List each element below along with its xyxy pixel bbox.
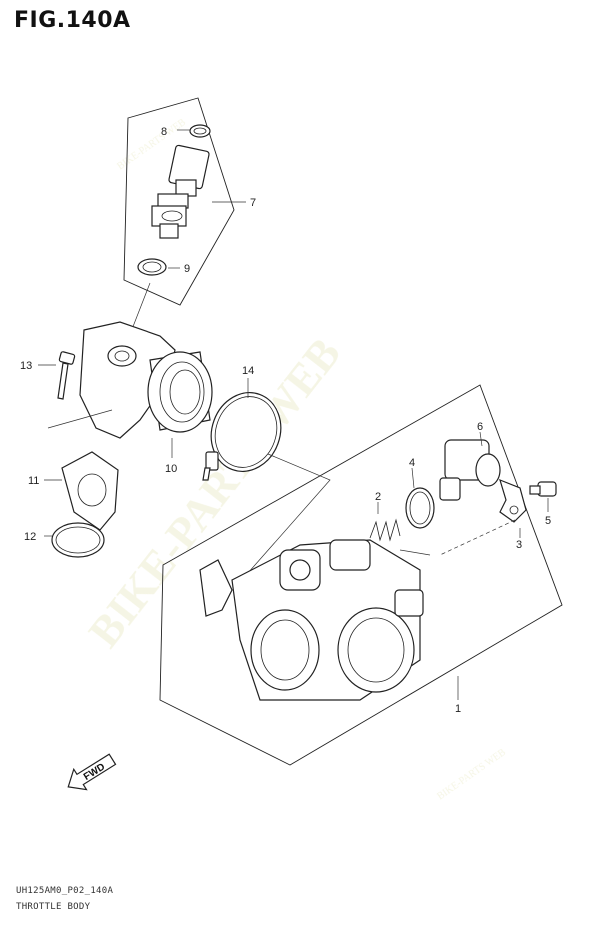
screw-5 — [529, 481, 557, 497]
watermark-small-bottom: BIKE-PARTS WEB — [435, 747, 508, 803]
bolt-13 — [57, 351, 76, 400]
callout-12: 12 — [24, 531, 36, 543]
gasket-11 — [61, 451, 119, 531]
callout-8: 8 — [161, 126, 167, 138]
footer-section-name: THROTTLE BODY — [16, 902, 91, 912]
fwd-arrow: FWD — [67, 753, 117, 791]
o-ring-8 — [189, 124, 211, 138]
callout-7: 7 — [250, 197, 256, 209]
callout-10: 10 — [165, 463, 177, 475]
callout-6: 6 — [477, 421, 483, 433]
callout-3: 3 — [516, 539, 522, 551]
footer-model-code: UH125AM0_P02_140A — [16, 886, 114, 896]
spring-2 — [369, 518, 431, 556]
sensor-7 — [151, 144, 210, 239]
callout-9: 9 — [184, 263, 190, 275]
o-ring-12 — [51, 522, 105, 558]
callout-4: 4 — [409, 457, 415, 469]
callout-leaders — [38, 129, 549, 700]
throttle-body-group-box — [159, 384, 563, 766]
callout-2: 2 — [375, 491, 381, 503]
o-ring-4 — [405, 487, 435, 529]
intake-pipe-10 — [79, 321, 213, 439]
callout-1: 1 — [455, 703, 461, 715]
bracket-3 — [499, 478, 527, 523]
valve-6 — [439, 439, 501, 501]
callout-13: 13 — [20, 360, 32, 372]
figure-title: FIG.140A — [14, 8, 131, 33]
sensor-group-box — [123, 97, 235, 306]
o-ring-9 — [137, 258, 167, 276]
callout-11: 11 — [28, 475, 39, 487]
callout-5: 5 — [545, 515, 551, 527]
throttle-body-1 — [199, 539, 424, 701]
clamp-14 — [202, 392, 282, 481]
callout-numbers: 8 7 9 13 11 12 10 14 1 2 4 6 3 5 — [20, 126, 551, 715]
callout-14: 14 — [242, 365, 254, 377]
